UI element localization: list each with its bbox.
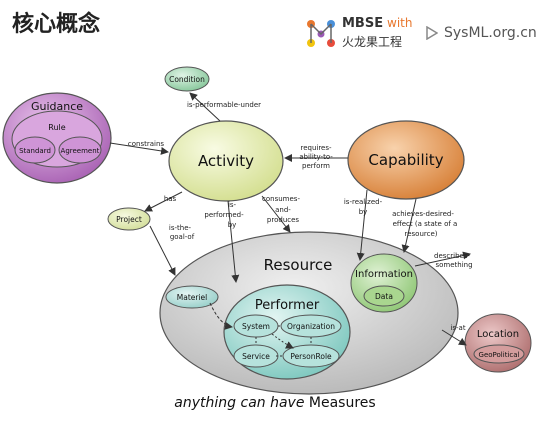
label-describes-2: something <box>435 261 472 269</box>
label-is-the-goal-1: is-the- <box>169 224 192 232</box>
capability-label: Capability <box>368 151 443 169</box>
brand-name: MBSE <box>342 16 384 31</box>
standard-label: Standard <box>19 147 51 155</box>
label-achieves-1: achieves-desired- <box>392 210 454 218</box>
caption-plain: Measures <box>308 395 376 411</box>
guidance-node: Guidance Rule Standard Agreement <box>2 92 112 184</box>
label-is-the-goal-2: goal-of <box>170 233 195 241</box>
label-consumes-2: and- <box>275 206 291 214</box>
system-label: System <box>242 322 270 331</box>
site-link[interactable]: SysML.org.cn <box>444 25 537 41</box>
label-is-performed-2: performed- <box>204 211 244 219</box>
brand-with: with <box>387 16 413 30</box>
project-label: Project <box>116 215 142 224</box>
label-requires-3: perform <box>302 162 330 170</box>
label-is-performed-1: is- <box>228 201 237 209</box>
materiel-node: Materiel <box>165 285 219 309</box>
agreement-label: Agreement <box>61 147 100 155</box>
activity-label: Activity <box>198 152 254 170</box>
personrole-label: PersonRole <box>290 352 332 361</box>
activity-node: Activity <box>168 120 284 202</box>
label-constrains: constrains <box>128 140 165 148</box>
performer-label: Performer <box>255 298 320 313</box>
service-label: Service <box>242 352 270 361</box>
organization-label: Organization <box>287 322 335 331</box>
label-requires-2: ability-to- <box>299 153 333 161</box>
play-icon <box>426 26 438 40</box>
condition-node: Condition <box>164 66 210 92</box>
label-is-at: is-at <box>450 324 465 332</box>
label-is-realized-1: is-realized- <box>344 198 383 206</box>
relation-arrows <box>109 92 471 346</box>
information-label: Information <box>355 269 413 280</box>
geopolitical-label: GeoPolitical <box>479 351 520 359</box>
information-node: Information Data <box>350 253 418 313</box>
performer-node: Performer System Organization Service Pe… <box>223 284 351 380</box>
materiel-label: Materiel <box>177 293 208 302</box>
label-is-realized-2: by <box>359 208 368 216</box>
label-achieves-2: effect (a state of a <box>393 220 458 228</box>
caption: anything can have Measures <box>0 395 550 411</box>
project-node: Project <box>107 207 151 231</box>
brand-subtitle: 火龙果工程 <box>342 35 403 49</box>
label-consumes-3: produces <box>267 216 299 224</box>
label-has: has <box>164 195 177 203</box>
label-requires-1: requires- <box>300 144 332 152</box>
guidance-label: Guidance <box>31 100 83 113</box>
rule-label: Rule <box>48 123 65 132</box>
page-title: 核心概念 <box>12 12 101 37</box>
relation-labels: is-performable-under constrains requires… <box>128 101 473 332</box>
label-achieves-3: resource) <box>404 230 437 238</box>
label-is-performable-under: is-performable-under <box>187 101 261 109</box>
mbse-logo-icon <box>307 20 335 47</box>
label-describes-1: describes- <box>434 252 470 260</box>
caption-italic: anything can have <box>174 395 305 411</box>
brand-header[interactable]: MBSE with 火龙果工程 SysML.org.cn <box>306 14 537 50</box>
resource-label: Resource <box>264 256 333 274</box>
capability-node: Capability <box>347 120 465 200</box>
condition-label: Condition <box>169 75 205 84</box>
location-node: Location GeoPolitical <box>464 313 532 373</box>
data-label: Data <box>375 292 393 301</box>
location-label: Location <box>477 329 519 340</box>
label-is-performed-3: by <box>228 221 237 229</box>
label-consumes-1: consumes- <box>262 195 300 203</box>
